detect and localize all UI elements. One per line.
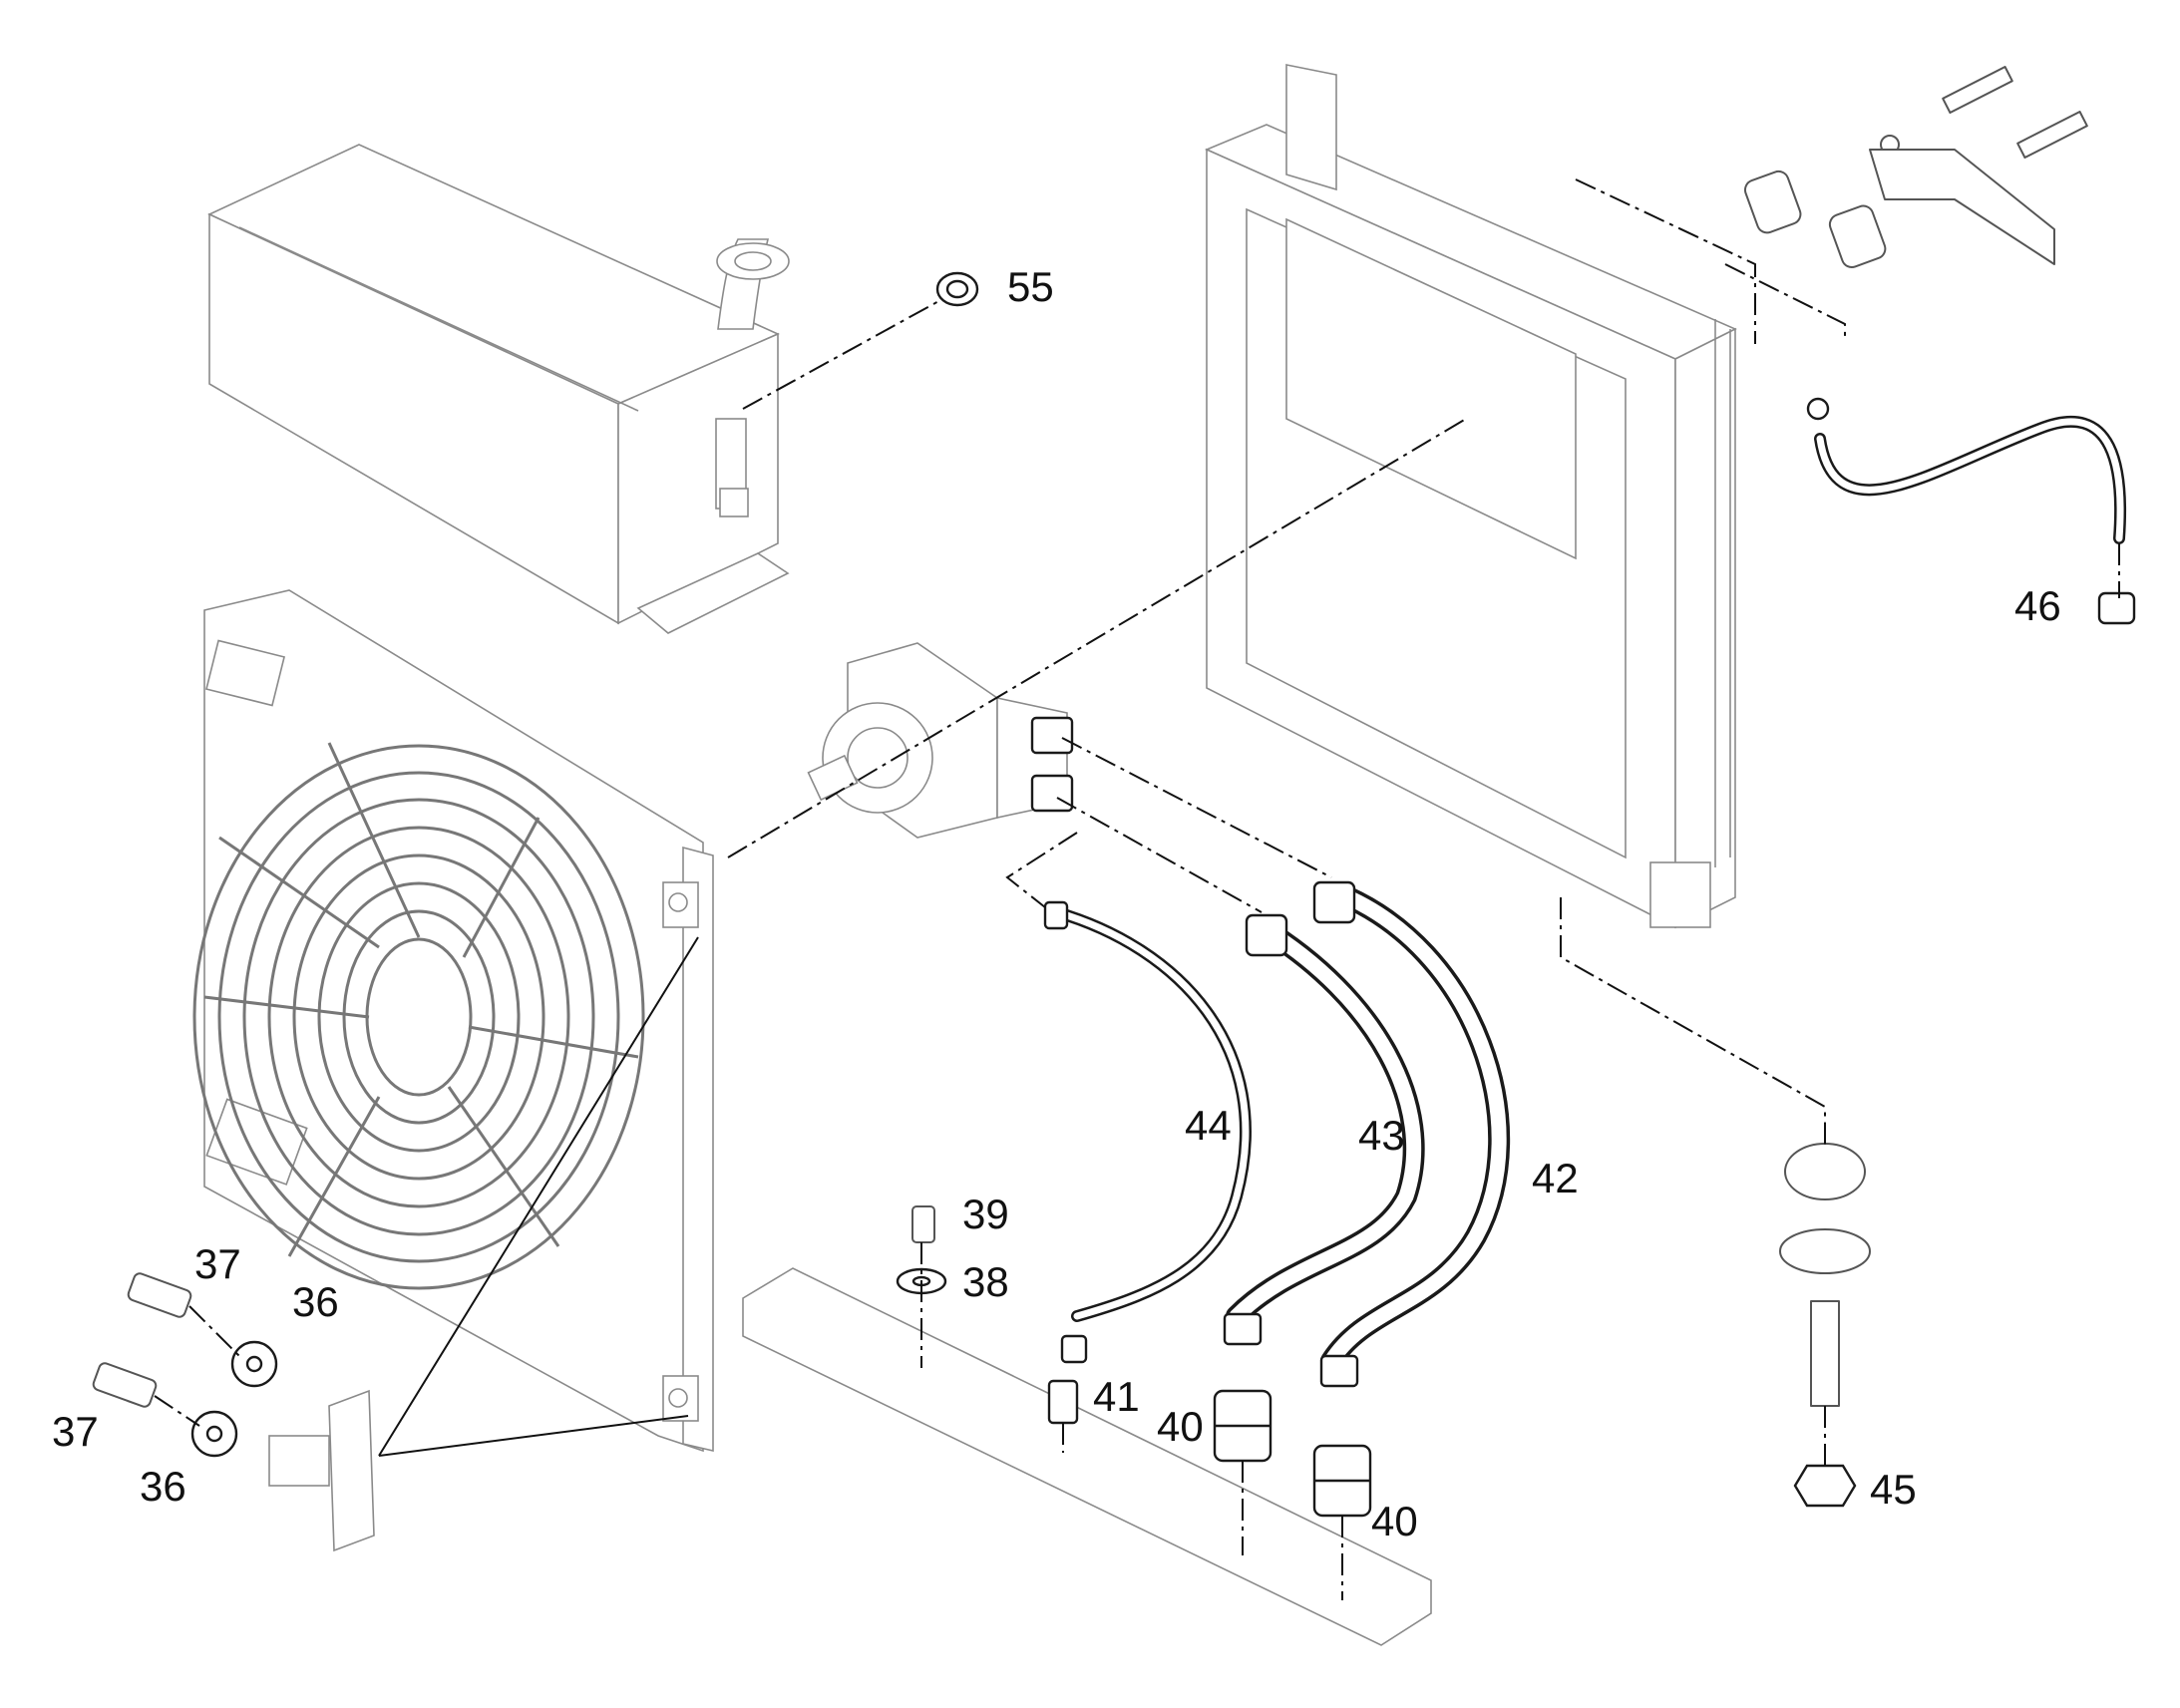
bracket-detail	[268, 1389, 375, 1552]
label-55: 55	[1007, 263, 1054, 310]
shroud-mounting-brackets	[662, 881, 699, 1422]
hydraulic-motor	[807, 642, 1074, 839]
hose-fittings	[1043, 880, 1359, 1388]
fan-shroud-assembly	[192, 589, 714, 1453]
label-42: 42	[1532, 1155, 1579, 1201]
label-36-lower: 36	[140, 1463, 186, 1510]
label-39: 39	[962, 1191, 1009, 1237]
label-36-upper: 36	[292, 1278, 339, 1325]
tank-outlet-fitting	[715, 238, 790, 517]
washer-36-upper	[230, 1340, 278, 1388]
label-40-lower: 40	[1371, 1498, 1418, 1544]
fan-guard-grille	[192, 742, 645, 1290]
fitting-40a	[1213, 1389, 1272, 1463]
hose-42	[1320, 881, 1511, 1372]
label-40-upper: 40	[1157, 1403, 1204, 1450]
radiator-frame	[1204, 64, 1737, 929]
hose-46	[1806, 397, 2136, 625]
bolt-37-lower	[92, 1362, 158, 1408]
label-38: 38	[962, 1258, 1009, 1305]
bolt-37-upper	[127, 1272, 192, 1318]
label-45: 45	[1870, 1466, 1917, 1513]
hose-44	[1051, 906, 1252, 1322]
label-37-upper: 37	[194, 1240, 241, 1287]
label-46: 46	[2014, 582, 2061, 629]
label-43: 43	[1358, 1112, 1405, 1159]
leader-lines	[154, 178, 2120, 1600]
bolt-39	[911, 1205, 935, 1243]
label-37-lower: 37	[52, 1408, 99, 1455]
cap-55	[935, 271, 979, 307]
mounting-plate	[742, 1267, 1432, 1646]
condenser-tank	[207, 144, 790, 634]
fitting-41	[1047, 1379, 1079, 1425]
label-41: 41	[1093, 1373, 1140, 1420]
fitting-40b	[1312, 1444, 1372, 1518]
hose-43	[1226, 916, 1425, 1327]
label-44: 44	[1185, 1102, 1232, 1149]
washer-36-lower	[190, 1410, 238, 1458]
mounting-bracket-set	[1743, 65, 2088, 269]
isolator-mount-45	[1779, 1143, 1871, 1508]
callout-labels: 55 46 44 43 42 39 38 37 36 37 36 41 40 4…	[52, 263, 2061, 1544]
